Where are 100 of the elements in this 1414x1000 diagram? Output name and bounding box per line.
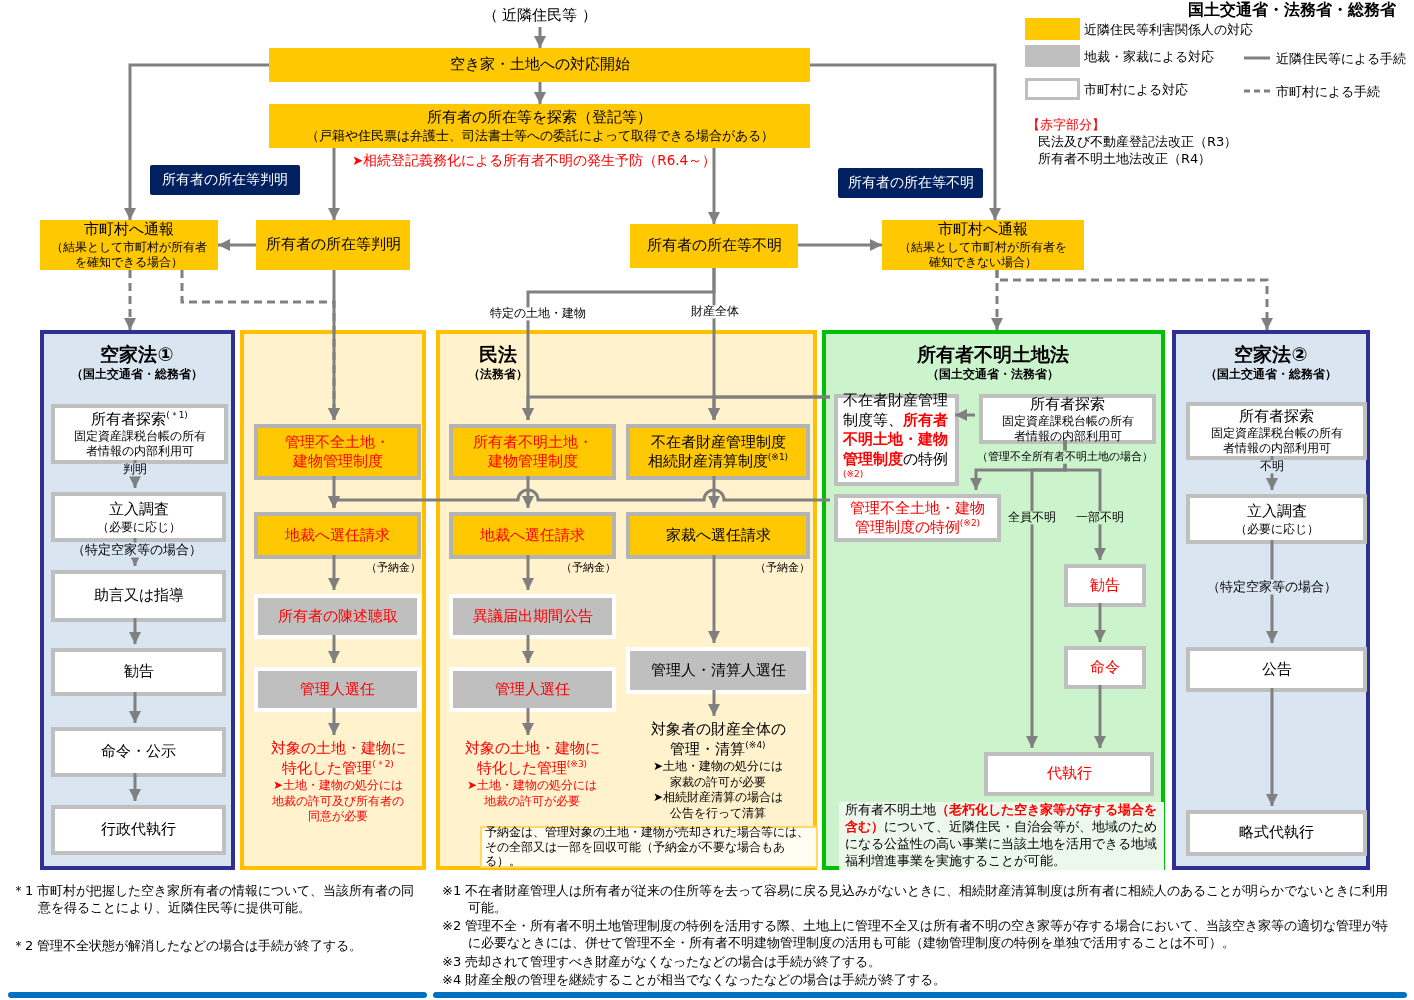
process-box xyxy=(269,104,810,148)
footnote: ※1 不在者財産管理人は所有者が従来の住所等を去って容易に戻る見込みがないときに、相続財産清算制度は所有者に相続人のあることが明らかでないときに利用可能。 xyxy=(442,882,1390,916)
arrow xyxy=(708,690,720,716)
court-step-box xyxy=(254,594,421,639)
arrow xyxy=(708,148,720,224)
box-title: 管理不全土地・建物管理制度 xyxy=(284,432,391,472)
arrow xyxy=(328,635,340,663)
note-text: 所有者不明土地（老朽化した空き家等が存する場合を含む）について、近隣住民・自治会等が、地域のためになる公益性の高い事業に当該土地を活用できる地域福利増進事業を実施することが可能。 xyxy=(845,802,1158,870)
arrow xyxy=(534,82,546,104)
step-box xyxy=(1186,402,1367,460)
footnote: ※4 財産全般の管理を継続することが相当でなくなったなどの場合は手続が終了する。 xyxy=(442,971,948,988)
arrow xyxy=(328,488,830,508)
edge-label: 一部不明 xyxy=(1075,511,1125,525)
box-title: 空き家・土地への対応開始 xyxy=(449,55,630,75)
law-panel xyxy=(1172,330,1370,870)
box-subtitle: 固定資産課税台帳の所有者情報の内部利用可 xyxy=(1209,426,1344,456)
system-box xyxy=(449,424,616,480)
system-box xyxy=(449,512,616,559)
result-text: 対象の土地・建物に特化した管理$^{(＊2)}$ xyxy=(269,739,407,778)
legend-text: 地裁・家裁による対応 xyxy=(1084,48,1214,66)
edge-label: 特定の土地・建物 xyxy=(489,307,587,321)
box-title: 地裁へ選任請求 xyxy=(480,525,585,546)
arrow xyxy=(1266,540,1278,643)
law-panel xyxy=(822,330,1165,870)
title: 国土交通省・法務省・総務省 xyxy=(1188,0,1396,21)
arrow xyxy=(810,63,1001,220)
edge-label: 判明 xyxy=(122,463,148,477)
footnote: ＊2 管理不全状態が解消したなどの場合は手続が終了する。 xyxy=(12,937,364,954)
arrow xyxy=(129,773,141,801)
arrow xyxy=(1094,685,1106,748)
footnote: ※2 管理不全・所有者不明土地管理制度の特例を活用する際、土地上に管理不全又は所有者不明の空き家等が存する場合において、当該空き家等の適切な管理が特に必要なときには、併せて管理不全・所有者不明建物管理制度の活用も可能（建物管理制度の特例を単独で活用することは不可）。 xyxy=(442,917,1390,951)
law-panel xyxy=(436,330,817,870)
system-box xyxy=(254,424,421,480)
edge-label: 財産全体 xyxy=(690,305,740,319)
box-subtitle: （結果として市町村が所有者を確知できる場合） xyxy=(50,239,208,270)
legend-text: 市町村による手続 xyxy=(1276,83,1380,101)
box-title: 家裁へ選任請求 xyxy=(665,525,771,546)
step-box xyxy=(984,752,1154,796)
arrow xyxy=(129,692,141,723)
box-subtitle: （結果として市町村が所有者を確知できない場合） xyxy=(898,239,1068,270)
step-box xyxy=(51,570,226,622)
arrow xyxy=(534,27,546,48)
court-step-box xyxy=(449,667,616,712)
process-box xyxy=(882,220,1084,270)
arrow xyxy=(1063,440,1106,560)
edge-label: 全員不明 xyxy=(1007,511,1057,525)
step-box xyxy=(51,648,226,696)
box-title: 所有者の所在等を探索（登記等） xyxy=(427,108,652,128)
box-subtitle: 固定資産課税台帳の所有者情報の内部利用可 xyxy=(72,429,207,459)
box-title: 異議届出期間公告 xyxy=(472,606,593,627)
side-note: （予納金） xyxy=(561,560,616,575)
arrow xyxy=(522,708,534,735)
arrow xyxy=(328,555,340,590)
step-box xyxy=(834,494,1001,542)
source-label: （ 近隣住民等 ） xyxy=(480,3,600,27)
process-box xyxy=(256,220,410,270)
process-box xyxy=(40,220,218,270)
arrow xyxy=(522,635,534,663)
dashed-arrow xyxy=(995,270,1273,330)
result-text: ➤土地・建物の処分には地裁の許可及び所有者の同意が必要 xyxy=(271,778,405,825)
result-text: 対象の土地・建物に特化した管理$^{(※3)}$ xyxy=(463,739,601,778)
system-box xyxy=(254,512,421,559)
box-title: 命令・公示 xyxy=(101,742,176,762)
note-text: 所有者不明土地法改正（R4） xyxy=(1038,150,1212,167)
arrow xyxy=(1266,456,1278,490)
footnote: ＊1 市町村が把握した空き家所有者の情報について、当該所有者の同意を得ることにより、近隣住民等に提供可能。 xyxy=(12,882,416,916)
legend-text: 近隣住民等利害関係人の対応 xyxy=(1084,21,1253,39)
arrow xyxy=(708,395,830,420)
dashed-arrow xyxy=(124,270,136,330)
box-title: 勧告 xyxy=(123,662,154,682)
section-tab: 所有者の所在等不明 xyxy=(838,168,983,198)
result-text: ➤相続財産清算の場合は公告を行って清算 xyxy=(651,790,785,822)
legend-text: 近隣住民等による手続 xyxy=(1276,50,1406,68)
box-subtitle: （必要に応じ） xyxy=(1234,521,1319,536)
arrow xyxy=(522,476,534,508)
law-panel xyxy=(240,330,426,870)
arrow xyxy=(1266,688,1278,806)
arrow xyxy=(218,239,256,251)
step-box xyxy=(1186,810,1367,856)
result-text: 対象者の財産全体の管理・清算$^{(※4)}$ xyxy=(649,720,787,759)
box-title: 命令 xyxy=(1090,657,1120,678)
court-step-box xyxy=(254,667,421,712)
box-title: 勧告 xyxy=(1090,575,1120,596)
note-text: 予納金は、管理対象の土地・建物が売却された場合等には、その全部又は一部を回収可能（予納金が不要な場合もある）。 xyxy=(485,824,810,870)
law-panel xyxy=(40,330,235,870)
arrow xyxy=(124,63,269,220)
legend-text: 市町村による対応 xyxy=(1084,81,1188,99)
box-subtitle: （戸籍や住民票は弁護士、司法書士等への委託によって取得できる場合がある） xyxy=(305,127,774,144)
arrow xyxy=(1094,603,1106,642)
result-text: ➤土地・建物の処分には地裁の許可が必要 xyxy=(465,778,599,810)
box-title: 管理人選任 xyxy=(300,679,375,700)
system-box xyxy=(626,424,810,480)
arrow xyxy=(328,708,340,735)
box-title: 所有者の陳述聴取 xyxy=(277,606,398,627)
box-title: 略式代執行 xyxy=(1239,823,1314,843)
box-title: 管理人・清算人選任 xyxy=(650,660,786,681)
footnote: ※3 売却されて管理すべき財産がなくなったなどの場合は手続が終了する。 xyxy=(442,953,883,970)
process-box xyxy=(269,48,810,82)
step-box xyxy=(1064,564,1146,607)
box-title: 所有者の所在等判明 xyxy=(265,235,401,255)
